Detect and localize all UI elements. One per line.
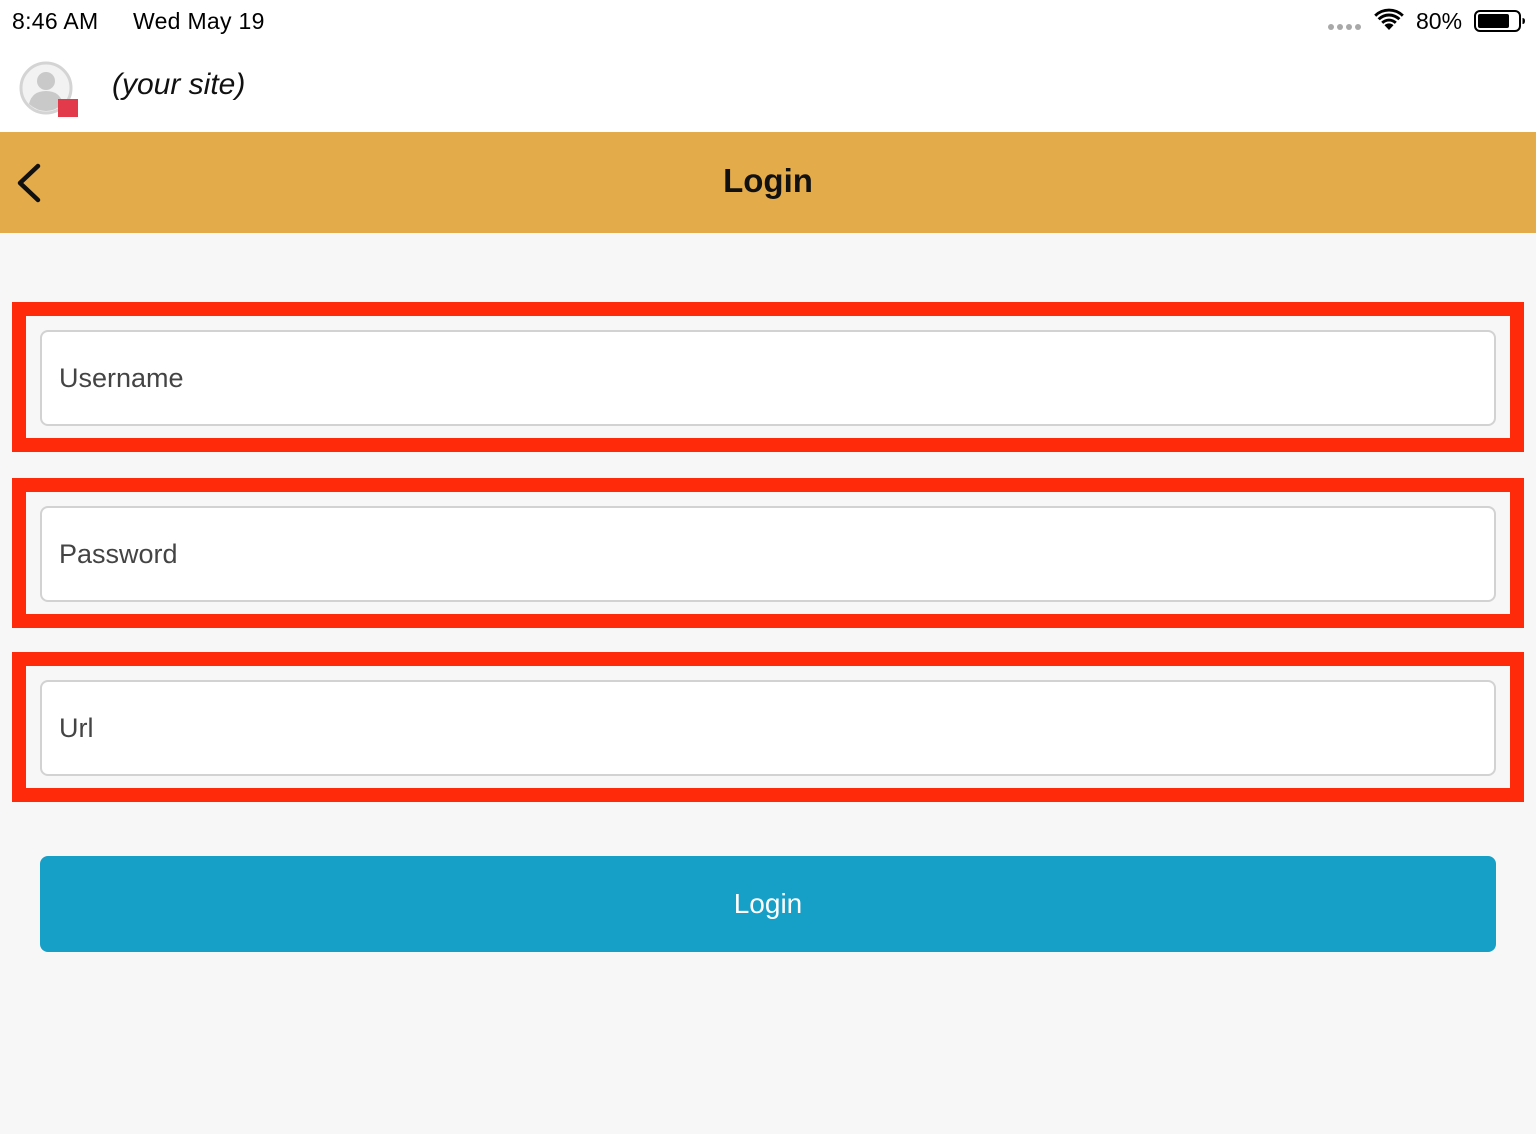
username-field[interactable] — [40, 330, 1496, 426]
status-date: Wed May 19 — [133, 8, 265, 34]
chevron-left-icon[interactable] — [10, 158, 54, 208]
status-bar: 8:46 AM Wed May 19 80% — [0, 0, 1536, 44]
password-highlight — [12, 478, 1524, 628]
battery-icon — [1474, 10, 1525, 32]
status-time: 8:46 AM — [12, 8, 99, 34]
url-field[interactable] — [40, 680, 1496, 776]
battery-percentage: 80% — [1416, 8, 1463, 34]
page-title: Login — [723, 162, 813, 199]
login-button[interactable]: Login — [40, 856, 1496, 952]
signal-dots-icon — [1328, 24, 1361, 30]
url-highlight — [12, 652, 1524, 802]
avatar-icon[interactable] — [18, 60, 74, 116]
status-badge — [58, 99, 78, 117]
password-field[interactable] — [40, 506, 1496, 602]
site-label: (your site) — [112, 68, 246, 101]
nav-bar: Login — [0, 132, 1536, 233]
wifi-icon — [1374, 8, 1404, 30]
site-bar: (your site) — [0, 44, 1536, 132]
username-highlight — [12, 302, 1524, 452]
